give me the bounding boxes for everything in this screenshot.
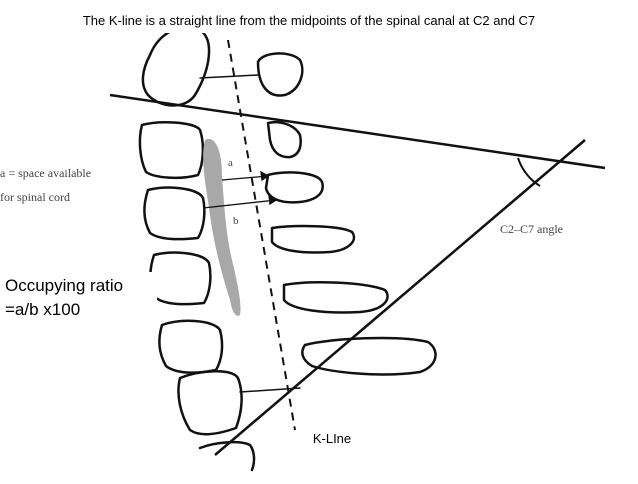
measure-a-arrow xyxy=(260,170,270,182)
measure-b-line xyxy=(202,199,277,209)
vertebra-c6-body xyxy=(158,319,224,374)
measure-b-label: b xyxy=(233,215,239,227)
c2-c7-angle-arc xyxy=(517,157,541,187)
vertebra-c7-process xyxy=(301,336,437,376)
c2-c7-angle-label: C2–C7 angle xyxy=(500,222,563,236)
k-line-caption: The K-line is a straight line from the m… xyxy=(44,9,574,33)
spinal-cord xyxy=(203,139,241,316)
space-available-label-line2: for spinal cord xyxy=(0,190,70,204)
vertebra-c4-body xyxy=(143,186,206,241)
k-line xyxy=(227,39,296,431)
c7-canal-line xyxy=(239,387,301,393)
occupying-ratio-formula: =a/b x100 xyxy=(5,300,81,319)
occupying-ratio-box: Occupying ratio =a/b x100 xyxy=(3,272,157,324)
vertebra-c3-process xyxy=(266,120,302,159)
space-available-label-line1: a = space available xyxy=(0,166,92,180)
occupying-ratio-title: Occupying ratio xyxy=(5,276,124,295)
c7-tangent-line xyxy=(214,139,586,456)
vertebra-c3-body xyxy=(138,121,205,180)
c2-canal-line xyxy=(199,74,259,79)
vertebra-c5-process xyxy=(270,224,356,254)
c2-tangent-line xyxy=(109,93,606,170)
vertebra-c6-process xyxy=(282,281,389,314)
vertebra-c7-body xyxy=(177,370,243,436)
vertebra-c5-body xyxy=(149,251,212,306)
vertebra-c4-process xyxy=(264,171,324,204)
vertebra-t1-partial xyxy=(198,440,256,472)
measure-a-label: a xyxy=(228,157,233,169)
measure-a-line xyxy=(221,175,269,181)
vertebra-c2-process xyxy=(256,52,304,97)
vertebra-c2-body xyxy=(141,25,211,107)
measure-b-arrow xyxy=(268,194,278,206)
k-line-label: K-LIne xyxy=(300,428,364,450)
